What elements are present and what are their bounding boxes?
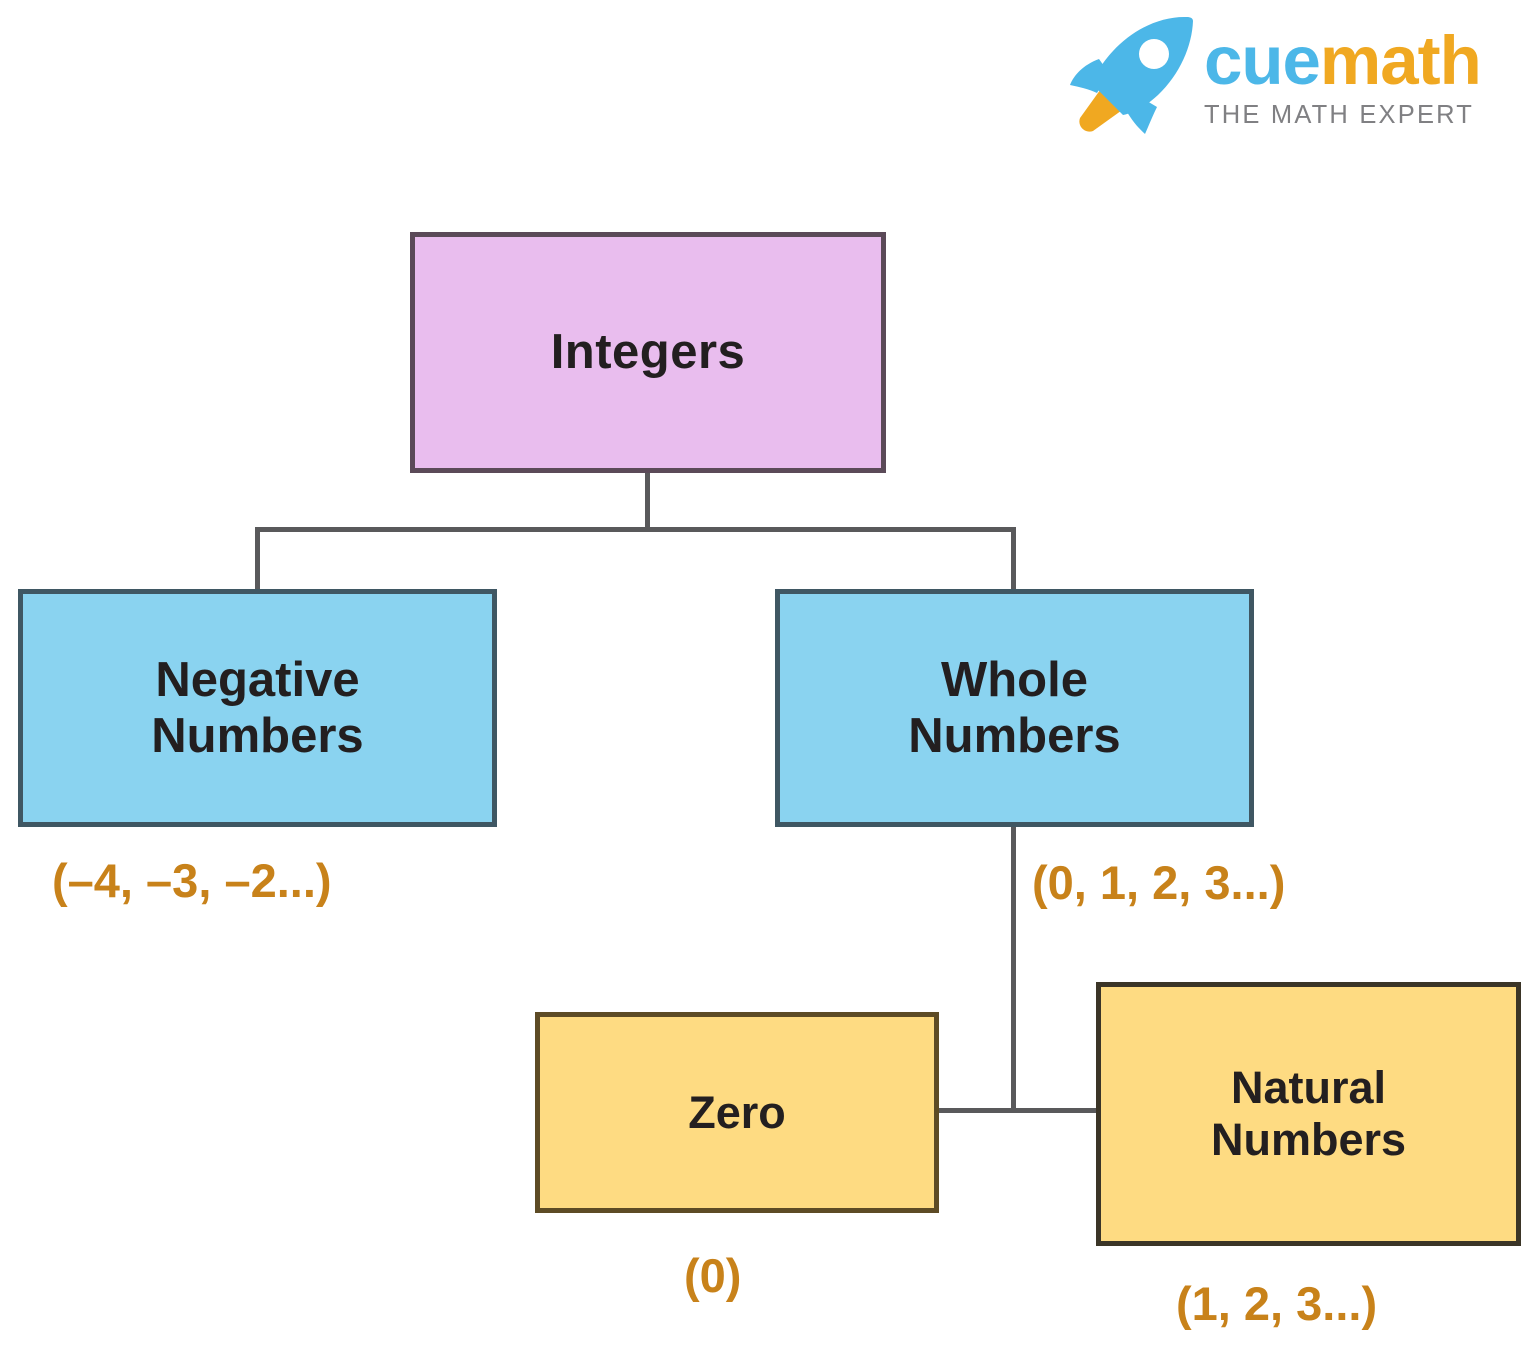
connector-to-negative [255, 527, 260, 592]
connector-horizontal-bar [255, 527, 1016, 532]
node-natural-numbers: Natural Numbers [1096, 982, 1521, 1246]
node-natural-numbers-label-line1: Natural [1230, 1062, 1387, 1114]
caption-zero: (0) [684, 1249, 742, 1302]
connector-zero-natural-bar [936, 1108, 1098, 1113]
wordmark-cue: cue [1204, 22, 1321, 100]
node-natural-numbers-label: Natural Numbers [1211, 1062, 1406, 1166]
caption-negative-numbers: (–4, –3, –2...) [52, 854, 332, 907]
logo-text: cuemath THE MATH EXPERT [1204, 26, 1482, 130]
connector-integers-stem [645, 470, 650, 532]
node-natural-numbers-label-line2: Numbers [1210, 1114, 1407, 1165]
node-negative-numbers-label-line2: Numbers [151, 709, 364, 763]
caption-natural-numbers: (1, 2, 3...) [1176, 1277, 1378, 1330]
connector-to-whole [1011, 527, 1016, 592]
node-negative-numbers-label-line1: Negative [155, 652, 360, 707]
brand-tagline: THE MATH EXPERT [1204, 101, 1475, 130]
wordmark-math: math [1319, 22, 1482, 100]
rocket-icon [1070, 16, 1193, 134]
node-whole-numbers-label-line2: Numbers [908, 709, 1121, 763]
connector-whole-stem [1011, 825, 1016, 1113]
node-whole-numbers: Whole Numbers [775, 589, 1254, 827]
brand-wordmark: cuemath [1204, 26, 1482, 95]
node-integers: Integers [410, 232, 886, 473]
node-negative-numbers: Negative Numbers [18, 589, 497, 827]
node-negative-numbers-label: Negative Numbers [151, 652, 363, 765]
node-integers-label: Integers [550, 325, 746, 380]
cuemath-logo: cuemath THE MATH EXPERT [1063, 10, 1523, 145]
node-zero-label: Zero [688, 1086, 786, 1138]
node-whole-numbers-label-line1: Whole [941, 652, 1088, 707]
node-zero: Zero [535, 1012, 939, 1213]
node-whole-numbers-label: Whole Numbers [908, 652, 1120, 765]
caption-whole-numbers: (0, 1, 2, 3...) [1032, 856, 1286, 909]
